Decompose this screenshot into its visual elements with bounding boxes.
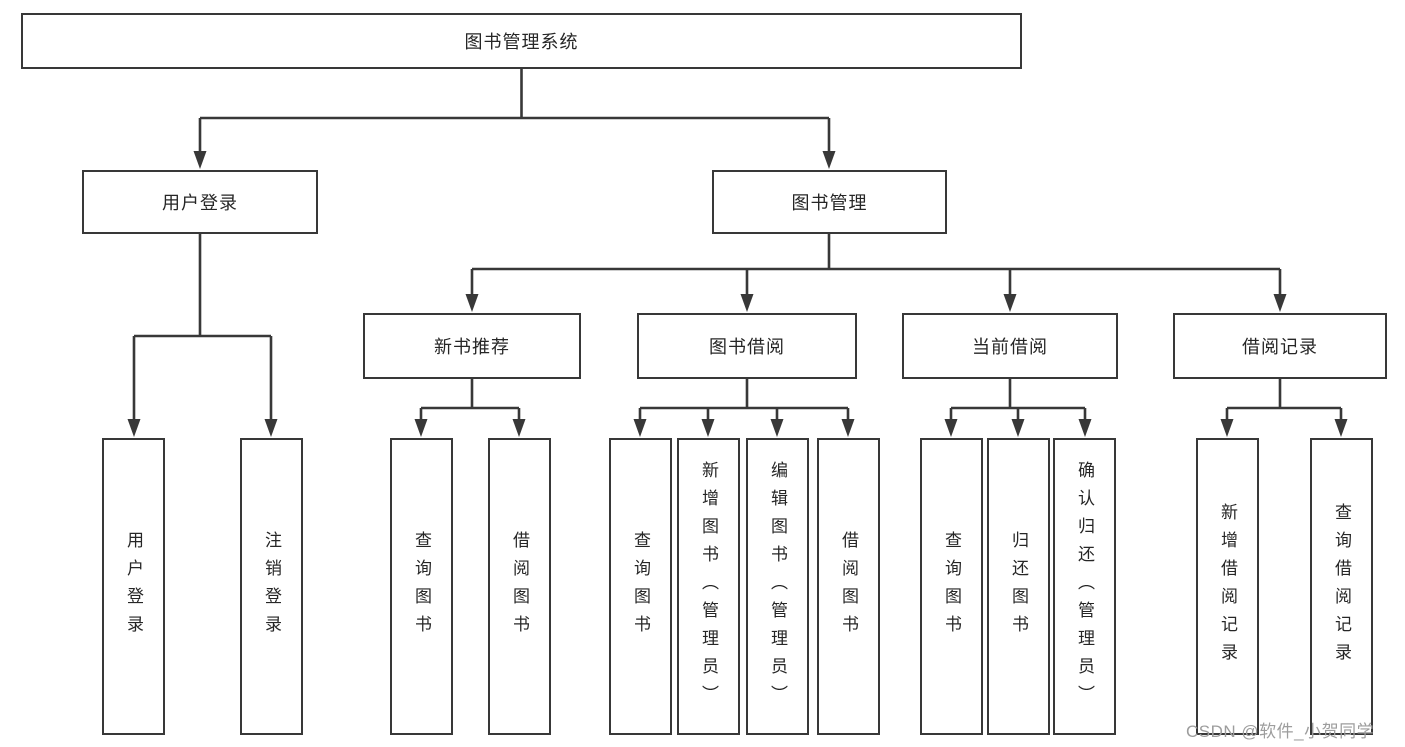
leaf-borrow-query-books-label: 查询图书: [631, 530, 650, 643]
leaf-current-return-books-label: 归还图书: [1009, 530, 1028, 643]
csdn-watermark: CSDN @软件_小贺同学: [1186, 722, 1375, 741]
leaf-user-login: 用户登录: [102, 438, 165, 735]
leaf-records-add-record-label: 新增借阅记录: [1218, 502, 1237, 671]
leaf-records-query-record-label: 查询借阅记录: [1332, 502, 1351, 671]
leaf-newrec-borrow-books-label: 借阅图书: [510, 530, 529, 643]
leaf-borrow-add-books-label: 新增图书（管理员）: [699, 460, 718, 713]
leaf-borrow-borrow-books-label: 借阅图书: [839, 530, 858, 643]
leaf-current-query-books: 查询图书: [920, 438, 983, 735]
leaf-borrow-edit-books: 编辑图书（管理员）: [746, 438, 809, 735]
leaf-logout-label: 注销登录: [262, 530, 281, 643]
leaf-records-query-record: 查询借阅记录: [1310, 438, 1373, 735]
node-new-book-recommend: 新书推荐: [363, 313, 581, 379]
node-book-management: 图书管理: [712, 170, 947, 234]
node-borrow-records: 借阅记录: [1173, 313, 1387, 379]
node-book-borrow: 图书借阅: [637, 313, 857, 379]
leaf-current-query-books-label: 查询图书: [942, 530, 961, 643]
leaf-borrow-query-books: 查询图书: [609, 438, 672, 735]
leaf-current-confirm-return-label: 确认归还（管理员）: [1075, 460, 1094, 713]
leaf-newrec-query-books: 查询图书: [390, 438, 453, 735]
leaf-borrow-borrow-books: 借阅图书: [817, 438, 880, 735]
node-current-borrow: 当前借阅: [902, 313, 1118, 379]
leaf-logout: 注销登录: [240, 438, 303, 735]
node-root-system: 图书管理系统: [21, 13, 1022, 69]
leaf-newrec-query-books-label: 查询图书: [412, 530, 431, 643]
leaf-current-confirm-return: 确认归还（管理员）: [1053, 438, 1116, 735]
leaf-newrec-borrow-books: 借阅图书: [488, 438, 551, 735]
leaf-borrow-add-books: 新增图书（管理员）: [677, 438, 740, 735]
leaf-current-return-books: 归还图书: [987, 438, 1050, 735]
leaf-records-add-record: 新增借阅记录: [1196, 438, 1259, 735]
leaf-borrow-edit-books-label: 编辑图书（管理员）: [768, 460, 787, 713]
leaf-user-login-label: 用户登录: [124, 530, 143, 643]
node-user-login: 用户登录: [82, 170, 318, 234]
